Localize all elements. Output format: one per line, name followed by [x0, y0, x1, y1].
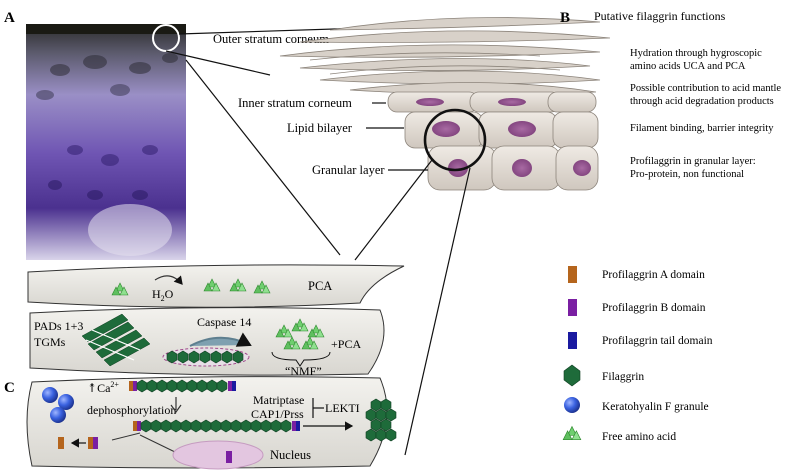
b-domain-in-nucleus: [226, 451, 232, 463]
matriptase-label: Matriptase: [253, 393, 304, 407]
connector-line: [185, 59, 341, 256]
function-hydration-line1: Hydration through hygroscopic: [630, 48, 762, 59]
free-amino-acid-icon: [562, 426, 582, 441]
label-outer-stratum-corneum: Outer stratum corneum: [213, 32, 329, 46]
legend: Profilaggrin A domain Profilaggrin B dom…: [562, 266, 713, 443]
arrow-line: [111, 432, 141, 441]
nucleus: [172, 440, 264, 470]
function-filament-binding: Filament binding, barrier integrity: [630, 123, 774, 134]
keratohyalin-granules: [42, 387, 74, 423]
panel-c-label: C: [4, 380, 15, 396]
down-arrow-icon: [170, 397, 182, 414]
panel-b-title: Putative filaggrin functions: [594, 9, 726, 23]
nucleus-label: Nucleus: [270, 448, 311, 462]
stratum-corneum-flakes: [279, 17, 611, 95]
connector-line: [404, 167, 471, 456]
calcium-label: ↟Ca2+: [87, 380, 119, 395]
nmf-label: “NMF”: [285, 364, 322, 378]
panel-b-label: B: [560, 10, 570, 26]
pca-label: PCA: [308, 279, 332, 293]
plus-pca-label: +PCA: [331, 337, 361, 351]
legend-label: Filaggrin: [602, 371, 644, 383]
filaggrin-mesh: [81, 313, 151, 367]
arrow-line: [139, 434, 176, 453]
legend-label: Profilaggrin A domain: [602, 269, 705, 281]
connector-line: [165, 50, 271, 76]
label-granular-layer: Granular layer: [312, 163, 385, 177]
cap1-label: CAP1/Prss: [251, 407, 304, 421]
function-profilaggrin-line2: Pro-protein, non functional: [630, 169, 744, 180]
filaggrin-hexagon-icon: [563, 364, 581, 387]
legend-label: Profilaggrin tail domain: [602, 335, 713, 347]
lekti-label: LEKTI: [325, 401, 360, 415]
legend-label: Free amino acid: [602, 431, 676, 443]
caspase-label: Caspase 14: [197, 315, 251, 329]
label-inner-stratum-corneum: Inner stratum corneum: [238, 96, 352, 110]
function-profilaggrin-line1: Profilaggrin in granular layer:: [630, 156, 756, 167]
profilaggrin-chain-upper: [129, 379, 236, 393]
connector-line: [354, 159, 433, 261]
curved-arrow-icon: [154, 275, 183, 285]
ab-domain-fragment: [88, 437, 98, 449]
keratohyalin-granule-icon: [564, 397, 580, 413]
profilaggrin-b-domain-icon: [568, 299, 577, 316]
a-domain-fragment: [58, 437, 64, 449]
granular-layer-cells: [427, 145, 599, 191]
nmf-brace: [271, 351, 331, 367]
function-acid-mantle-line2: through acid degradation products: [630, 96, 774, 107]
profilaggrin-tail-domain-icon: [568, 332, 577, 349]
legend-label: Profilaggrin B domain: [602, 302, 706, 314]
outer-surface: [26, 24, 186, 34]
dephosphorylation-label: dephosphorylation: [87, 403, 176, 417]
water-label: H2O: [152, 287, 174, 303]
inner-stratum-corneum-cells: [387, 91, 597, 113]
histology-texture: [36, 53, 178, 256]
panel-a-label: A: [4, 10, 15, 26]
pads-label: PADs 1+3: [34, 319, 83, 333]
profilaggrin-chain-lower: [133, 419, 300, 433]
tgms-label: TGMs: [34, 335, 66, 349]
caspase-arrow-icon: [189, 332, 252, 347]
function-acid-mantle-line1: Possible contribution to acid mantle: [630, 83, 781, 94]
legend-label: Keratohyalin F granule: [602, 401, 709, 413]
function-hydration-line2: amino acids UCA and PCA: [630, 61, 746, 72]
label-lipid-bilayer: Lipid bilayer: [287, 121, 353, 135]
zoom-circle-b: [423, 108, 487, 172]
profilaggrin-a-domain-icon: [568, 266, 577, 283]
